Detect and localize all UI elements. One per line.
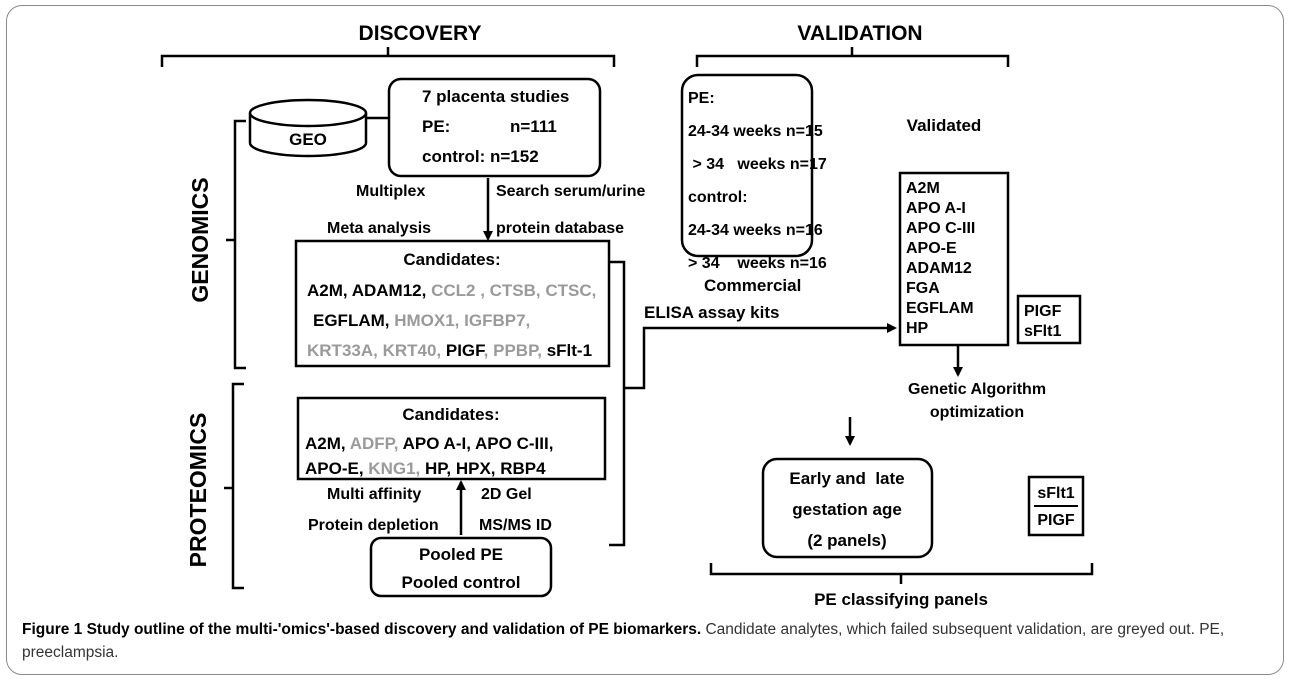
- figure-caption: Figure 1 Study outline of the multi-'omi…: [22, 618, 1272, 664]
- candidate-greyed: ,: [484, 341, 493, 360]
- candidate-validated: sFlt-1: [547, 341, 592, 360]
- proteomics-bracket: [224, 382, 244, 590]
- genomics-candidates-line: EGFLAM, HMOX1, IGFBP7,: [313, 311, 530, 330]
- cohort-line: 24-34 weeks n=15: [688, 123, 823, 140]
- proteomics-arrow-left1: Multi affinity: [327, 486, 421, 503]
- proteomics-candidates-box: [296, 396, 607, 481]
- validation-brace: [695, 47, 1010, 67]
- classifying-brace: [709, 563, 1094, 584]
- candidate-greyed: CTSC,: [545, 281, 596, 300]
- caption-title: Figure 1 Study outline of the multi-'omi…: [22, 621, 702, 638]
- candidate-greyed: CTSB,: [490, 281, 546, 300]
- pooled-line1: Pooled PE: [419, 545, 503, 564]
- validated-item: APO A-I: [906, 200, 966, 217]
- placenta-control: control: n=152: [422, 147, 539, 166]
- candidate-validated: A2M,: [307, 281, 352, 300]
- proteomics-candidates-line: APO-E, KNG1, HP, HPX, RBP4: [305, 459, 546, 478]
- genomics-arrow-right1: Search serum/urine: [496, 183, 646, 200]
- candidate-greyed: CCL2 ,: [431, 281, 490, 300]
- panels-line3: (2 panels): [807, 531, 886, 550]
- candidate-greyed: KRT40,: [383, 341, 446, 360]
- discovery-brace: [160, 47, 616, 67]
- placenta-title: 7 placenta studies: [422, 87, 569, 106]
- validated-item: APO C-III: [906, 220, 975, 237]
- genomics-candidates-box: [294, 239, 611, 368]
- discovery-header: DISCOVERY: [359, 22, 482, 45]
- genomics-label: GENOMICS: [187, 177, 213, 302]
- candidate-greyed: KNG1,: [368, 459, 425, 478]
- cohort-line: control:: [688, 189, 748, 206]
- genomics-candidates-line: A2M, ADAM12, CCL2 , CTSB, CTSC,: [307, 281, 596, 300]
- candidate-greyed: HMOX1,: [394, 311, 464, 330]
- validation-header: VALIDATION: [797, 22, 922, 45]
- placenta-pe-n: n=111: [510, 117, 557, 136]
- validated-side-item: PIGF: [1024, 303, 1062, 320]
- candidate-validated: APO A-I, APO C-III,: [403, 434, 554, 453]
- cohort-line: 24-34 weeks n=16: [688, 222, 823, 239]
- candidate-greyed: KRT33A,: [307, 341, 383, 360]
- classifying-label: PE classifying panels: [814, 590, 988, 609]
- candidate-validated: A2M,: [305, 434, 350, 453]
- validated-item: A2M: [906, 180, 940, 197]
- genomics-bracket: [226, 119, 246, 370]
- proteomics-arrow-right2: MS/MS ID: [479, 517, 552, 534]
- panels-line2: gestation age: [792, 500, 902, 519]
- cohort-line: PE:: [688, 90, 715, 107]
- ratio-numerator: sFlt1: [1037, 485, 1074, 502]
- validated-item: APO-E: [906, 240, 957, 257]
- cohort-line: > 34 weeks n=16: [688, 255, 827, 272]
- validated-side-box: [1016, 294, 1082, 345]
- panels-line1: Early and late: [789, 469, 904, 488]
- ga-line1: Genetic Algorithm: [908, 381, 1046, 398]
- candidate-validated: ADAM12,: [352, 281, 431, 300]
- proteomics-arrow-left2: Protein depletion: [308, 517, 439, 534]
- validated-item: HP: [906, 320, 929, 337]
- proteomics-candidates-title: Candidates:: [402, 405, 499, 424]
- genomics-candidates-title: Candidates:: [403, 250, 500, 269]
- genomics-candidates-line: KRT33A, KRT40, PIGF, PPBP, sFlt-1: [307, 341, 592, 360]
- proteomics-arrow-right1: 2D Gel: [481, 486, 532, 503]
- candidate-greyed: ,: [537, 341, 546, 360]
- proteomics-candidates-line: A2M, ADFP, APO A-I, APO C-III,: [305, 434, 553, 453]
- elisa-line2: ELISA assay kits: [644, 303, 779, 322]
- elisa-line1: Commercial: [704, 276, 801, 295]
- candidate-validated: HP, HPX, RBP4: [425, 459, 546, 478]
- validated-item: ADAM12: [906, 260, 972, 277]
- placenta-studies-box: [387, 77, 602, 178]
- genomics-arrow-right2: protein database: [496, 220, 624, 237]
- pooled-samples-box: [369, 536, 553, 598]
- genomics-arrow-left1: Multiplex: [356, 183, 425, 200]
- ga-line2: optimization: [930, 404, 1024, 421]
- pooled-line2: Pooled control: [402, 573, 521, 592]
- cohort-line: > 34 weeks n=17: [688, 156, 827, 173]
- validated-side-item: sFlt1: [1024, 323, 1061, 340]
- geo-database-icon: [248, 98, 368, 158]
- caption-text: Candidate analytes, which failed subsequ…: [22, 621, 1225, 661]
- candidate-greyed: ADFP,: [350, 434, 403, 453]
- validated-item: EGFLAM: [906, 300, 974, 317]
- candidate-validated: PIGF: [446, 341, 485, 360]
- genomics-arrow-left2: Meta analysis: [327, 220, 431, 237]
- candidate-greyed: PPBP: [493, 341, 539, 360]
- candidate-validated: APO-E,: [305, 459, 368, 478]
- validated-title: Validated: [907, 116, 982, 135]
- validated-item: FGA: [906, 280, 940, 297]
- validation-cohort-box: [680, 73, 814, 258]
- proteomics-label: PROTEOMICS: [185, 413, 211, 568]
- candidate-validated: EGFLAM,: [313, 311, 394, 330]
- placenta-pe-label: PE:: [422, 117, 450, 136]
- ratio-denominator: PIGF: [1037, 512, 1075, 529]
- geo-label: GEO: [289, 130, 327, 149]
- merge-bracket: [609, 260, 626, 547]
- elisa-arrow: [624, 323, 897, 390]
- validated-list-box: [898, 171, 1010, 347]
- candidate-greyed: IGFBP7,: [464, 311, 530, 330]
- panels-box: [761, 457, 934, 559]
